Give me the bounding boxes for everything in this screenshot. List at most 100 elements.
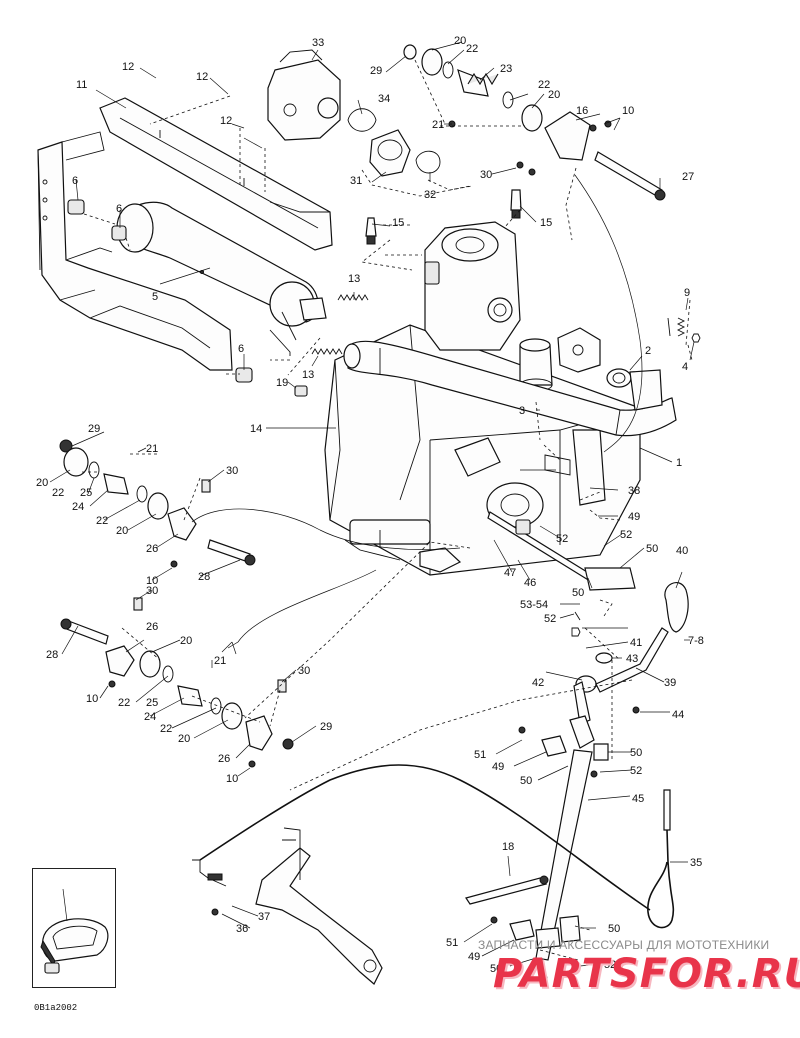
callout-22: 22 [466,43,478,55]
callout-32: 32 [424,189,436,201]
callout-24: 24 [144,711,156,723]
callout-22: 22 [160,723,172,735]
callout-28: 28 [198,571,210,583]
grip-detail [40,888,109,974]
callout-31: 31 [350,175,362,187]
callout-30: 30 [226,465,238,477]
muffler [116,201,327,356]
callout-49: 49 [468,951,480,963]
springs [294,294,369,397]
callout-42: 42 [532,677,544,689]
callout-30: 30 [480,169,492,181]
callout-50: 50 [646,543,658,555]
oil-filter [519,338,553,392]
intake-boot [347,108,441,177]
callout-labels: 1 2 3 4 5 6 6 6 7-8 9 10 10 10 10 11 12 … [36,35,704,975]
callout-4: 4 [682,361,688,373]
callout-20: 20 [180,635,192,647]
callout-50: 50 [608,923,620,935]
callout-12: 12 [122,61,134,73]
callout-29: 29 [370,65,382,77]
callout-20: 20 [178,733,190,745]
callout-12: 12 [220,115,232,127]
callout-11: 11 [76,79,87,91]
cylinder-head [424,221,521,351]
callout-50: 50 [572,587,584,599]
callout-22: 22 [538,79,550,91]
callout-50: 50 [520,775,532,787]
callout-30: 30 [298,665,310,677]
drawing-code: 0B1a2002 [34,1003,78,1013]
callout-2: 2 [645,345,651,357]
routing-dashes [82,59,693,961]
engine [324,324,641,576]
callout-24: 24 [72,501,84,513]
callout-46: 46 [524,577,536,589]
watermark-caption: ЗАПЧАСТИ И АКСЕССУАРЫ ДЛЯ МОТОТЕХНИКИ [478,938,770,952]
callout-20: 20 [36,477,48,489]
callout-25: 25 [80,487,92,499]
callout-33: 33 [312,37,324,49]
callout-52: 52 [630,765,642,777]
callout-43: 43 [626,653,638,665]
callout-20: 20 [548,89,560,101]
callout-52: 52 [556,533,568,545]
callout-29: 29 [320,721,332,733]
callout-36: 36 [236,923,248,935]
hand-lever [211,827,383,985]
callout-51: 51 [474,749,486,761]
callout-52: 52 [544,613,556,625]
callout-44: 44 [672,709,684,721]
callout-18: 18 [502,841,514,853]
callout-13: 13 [348,273,360,285]
engine-mount-bracket [557,327,601,373]
callout-25: 25 [146,697,158,709]
callout-27: 27 [682,171,694,183]
callout-37: 37 [258,911,270,923]
callout-49: 49 [492,761,504,773]
callout-21: 21 [214,655,226,667]
callout-29: 29 [88,423,100,435]
exhaust-pipe [343,340,677,437]
callout-22: 22 [96,515,108,527]
callout-41: 41 [630,637,642,649]
spark-plugs [365,189,522,245]
callout-1: 1 [676,457,682,469]
callout-35: 35 [690,857,702,869]
callout-49: 49 [628,511,640,523]
carburetor [267,49,341,141]
callout-6: 6 [238,343,244,355]
callout-51: 51 [446,937,458,949]
callout-52: 52 [620,529,632,541]
callout-16: 16 [576,105,588,117]
callout-34: 34 [378,93,390,105]
callout-15: 15 [540,217,552,229]
callout-3: 3 [519,405,525,417]
watermark-logo: PARTSFOR.RU [493,951,800,997]
callout-10: 10 [622,105,634,117]
callout-12: 12 [196,71,208,83]
callout-13: 13 [302,369,314,381]
callout-22: 22 [118,697,130,709]
callout-14: 14 [250,423,262,435]
frame [37,131,233,371]
callout-52: 52 [604,959,616,971]
callout-26: 26 [218,753,230,765]
callout-7-8: 7-8 [688,635,704,647]
callout-30: 30 [146,585,158,597]
callout-23: 23 [500,63,512,75]
callout-39: 39 [664,677,676,689]
callout-5: 5 [152,291,158,303]
callout-53-54: 53-54 [520,599,548,611]
callout-10: 10 [146,575,158,587]
inset-detail-box [32,868,116,988]
callout-20: 20 [454,35,466,47]
callout-50: 50 [630,747,642,759]
callout-38: 38 [628,485,640,497]
callout-15: 15 [392,217,404,229]
callout-21: 21 [432,119,444,131]
callout-19: 19 [276,377,288,389]
shift-linkage [487,511,689,961]
callout-6: 6 [116,203,122,215]
callout-47: 47 [504,567,516,579]
